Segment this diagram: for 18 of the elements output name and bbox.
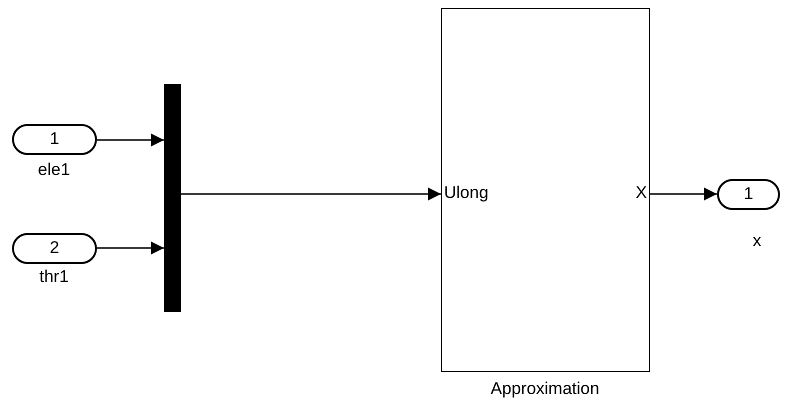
inport-block	[12, 233, 97, 264]
block-name: Approximation	[490, 379, 600, 399]
mux-bar	[164, 84, 181, 312]
outport-block	[717, 179, 780, 210]
arrow	[97, 134, 164, 146]
block-name: thr1	[39, 267, 69, 287]
subsystem-block	[441, 8, 650, 372]
output-port-label: X	[636, 183, 647, 203]
port-number: 2	[50, 238, 60, 258]
input-port-label: Ulong	[444, 183, 488, 203]
arrow	[97, 242, 164, 254]
block-name: ele1	[38, 160, 70, 180]
arrow	[650, 188, 717, 200]
block-name: x	[752, 231, 762, 251]
inport-block	[12, 124, 97, 155]
port-number: 1	[50, 129, 60, 149]
port-number: 1	[744, 184, 754, 204]
arrow	[181, 188, 441, 200]
